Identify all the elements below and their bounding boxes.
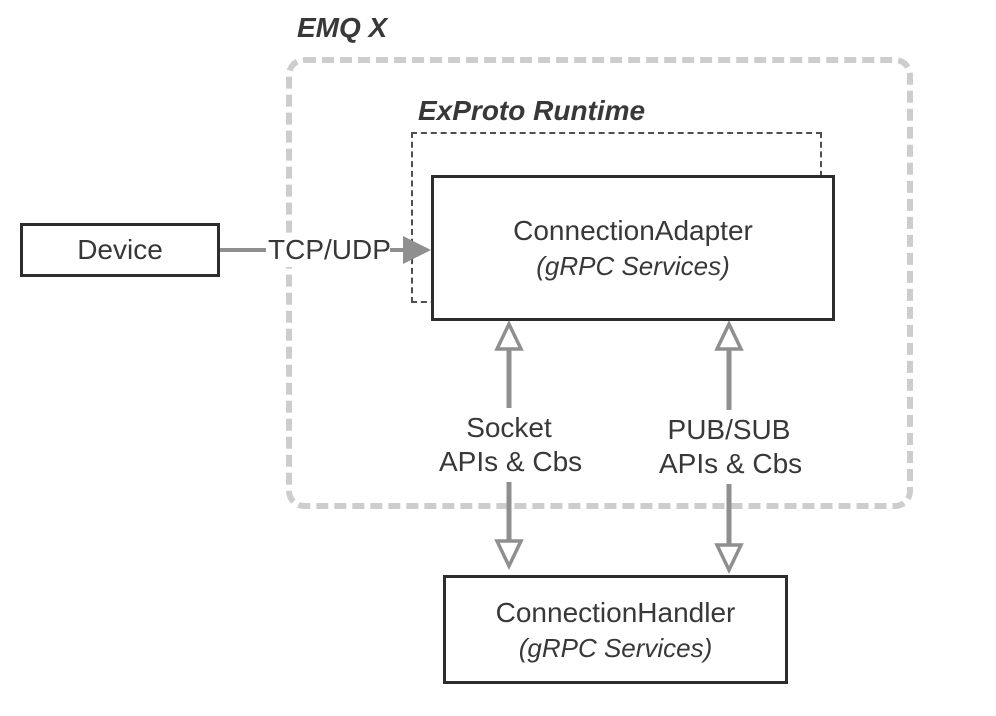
socket-edge-label-line1: Socket <box>466 412 552 443</box>
pubsub-edge-label-line2: APIs & Cbs <box>659 448 803 479</box>
pubsub-edge-label-line1: PUB/SUB <box>667 414 791 445</box>
device-node-label: Device <box>77 234 163 265</box>
tcp-udp-arrowhead-icon <box>403 236 431 264</box>
connection-adapter-node: ConnectionAdapter (gRPC Services) <box>431 175 835 321</box>
emqx-group-box <box>286 57 913 509</box>
socket-edge-label-line2: APIs & Cbs <box>439 446 583 477</box>
connection-adapter-subtitle: (gRPC Services) <box>536 251 730 281</box>
pubsub-edge-label: PUB/SUB APIs & Cbs <box>659 410 803 484</box>
connection-handler-node: ConnectionHandler (gRPC Services) <box>443 575 788 684</box>
connection-handler-subtitle: (gRPC Services) <box>518 632 713 663</box>
socket-edge-label: Socket APIs & Cbs <box>439 408 583 482</box>
device-node: Device <box>20 223 220 277</box>
tcp-udp-edge-label: TCP/UDP <box>266 233 391 267</box>
socket-down-arrowhead-icon <box>494 539 524 571</box>
socket-up-arrowhead-icon <box>494 319 524 351</box>
connection-handler-title: ConnectionHandler <box>495 596 736 628</box>
exproto-runtime-label: ExProto Runtime <box>418 95 646 126</box>
pubsub-down-arrowhead-icon <box>714 543 744 575</box>
emqx-group-label: EMQ X <box>297 12 388 43</box>
connection-adapter-title: ConnectionAdapter <box>513 215 753 246</box>
pubsub-up-arrowhead-icon <box>714 319 744 351</box>
